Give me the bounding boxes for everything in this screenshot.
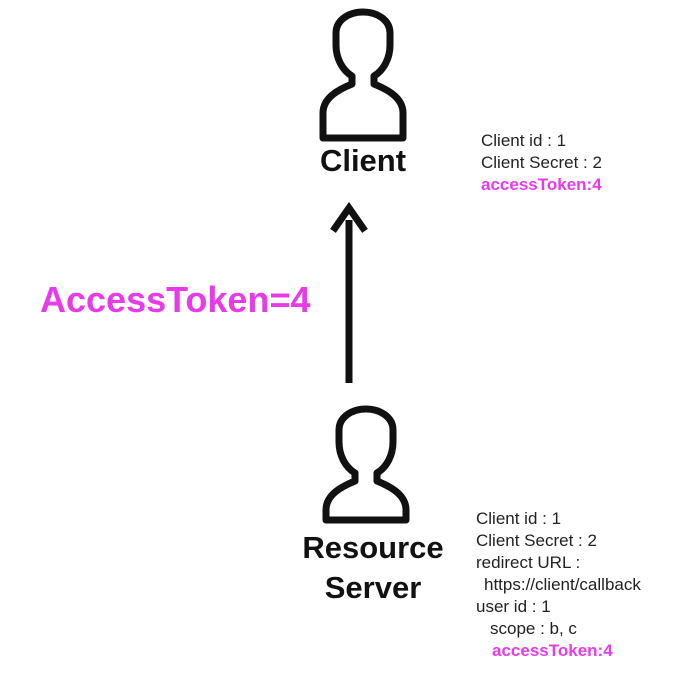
client-person-icon <box>319 8 407 142</box>
rs-note-redirect-url: https://client/callback <box>484 575 641 594</box>
client-note-client-id: Client id : 1 <box>481 131 567 150</box>
resource-server-person-icon <box>322 405 410 524</box>
rs-note-client-id: Client id : 1 <box>476 509 562 528</box>
resource-server-label-line2: Server <box>324 570 422 605</box>
rs-note-user-id: user id : 1 <box>476 597 551 616</box>
flow-label: AccessToken=4 <box>40 279 311 320</box>
resource-server-label: Resource Server <box>288 528 458 608</box>
rs-note-client-secret: Client Secret : 2 <box>476 531 597 550</box>
rs-note-access-token: accessToken:4 <box>492 641 613 660</box>
resource-server-notes: Client id : 1 Client Secret : 2 redirect… <box>476 508 641 662</box>
rs-note-scope: scope : b, c <box>490 619 577 638</box>
client-note-access-token: accessToken:4 <box>481 175 602 194</box>
client-note-client-secret: Client Secret : 2 <box>481 153 602 172</box>
rs-note-redirect-label: redirect URL : <box>476 553 581 572</box>
client-label: Client <box>319 143 407 178</box>
resource-server-label-line1: Resource <box>302 530 444 565</box>
client-notes: Client id : 1 Client Secret : 2 accessTo… <box>481 130 602 196</box>
flow-arrow <box>330 201 368 383</box>
